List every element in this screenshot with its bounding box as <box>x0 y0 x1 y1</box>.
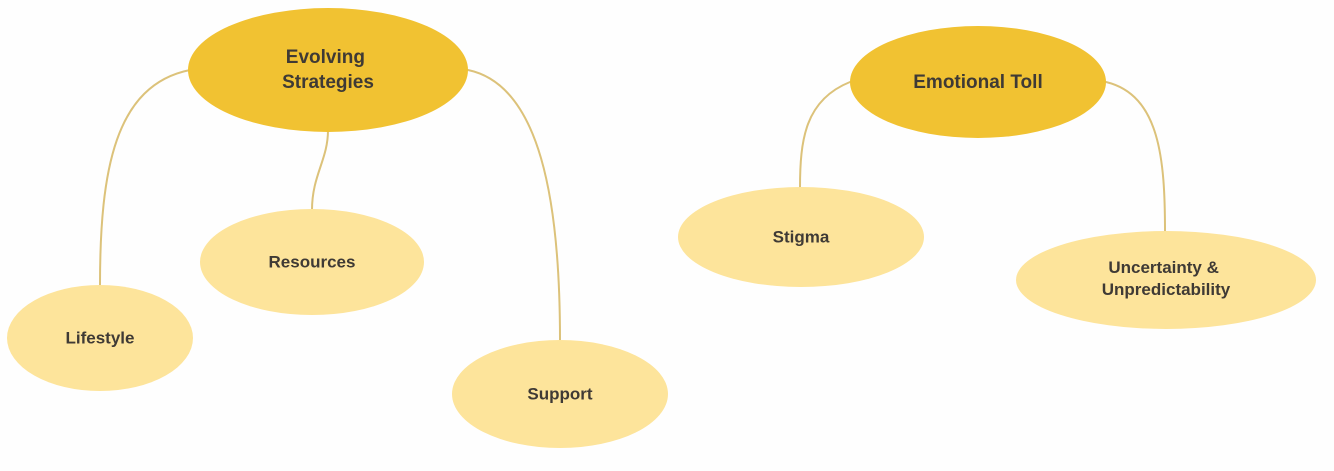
node-lifestyle[interactable]: Lifestyle <box>7 285 193 391</box>
node-evolving-strategies-label-line-2: Strategies <box>282 72 374 93</box>
node-lifestyle-shape <box>7 285 193 391</box>
node-evolving-strategies-shape <box>188 8 468 132</box>
node-resources-label: Resources <box>269 252 356 271</box>
node-evolving-strategies-label-line-1: Evolving <box>286 47 365 68</box>
node-support-label: Support <box>527 384 592 403</box>
group-evolving-strategies: Evolving Strategies Lifestyle Resources … <box>7 8 668 448</box>
connector-evolving-strategies-support <box>467 69 561 341</box>
node-stigma-shape <box>678 187 924 287</box>
node-uncertainty-unpredictability-label: Uncertainty & Unpredictability <box>1102 258 1231 299</box>
node-stigma-label: Stigma <box>773 227 830 246</box>
node-evolving-strategies[interactable]: Evolving Strategies <box>188 8 468 132</box>
node-uncertainty-unpredictability-shape <box>1016 231 1316 329</box>
node-support-shape <box>452 340 668 448</box>
connectors <box>99 69 1166 341</box>
node-emotional-toll-label: Emotional Toll <box>913 72 1042 93</box>
connector-emotional-toll-uncertainty <box>1105 81 1166 233</box>
group-emotional-toll: Emotional Toll Stigma Uncertainty & Unpr… <box>678 26 1316 329</box>
connector-evolving-strategies-resources <box>311 129 329 211</box>
connector-emotional-toll-stigma <box>799 81 851 189</box>
node-uncertainty-unpredictability[interactable]: Uncertainty & Unpredictability <box>1016 231 1316 329</box>
connector-evolving-strategies-lifestyle <box>99 69 191 286</box>
node-support[interactable]: Support <box>452 340 668 448</box>
node-resources-shape <box>200 209 424 315</box>
node-uncertainty-label-line-2: Unpredictability <box>1102 280 1231 299</box>
node-uncertainty-label-line-1: Uncertainty & <box>1108 258 1219 277</box>
node-lifestyle-label: Lifestyle <box>66 328 135 347</box>
node-evolving-strategies-label: Evolving Strategies <box>282 47 374 93</box>
node-resources[interactable]: Resources <box>200 209 424 315</box>
node-emotional-toll-shape <box>850 26 1106 138</box>
node-stigma[interactable]: Stigma <box>678 187 924 287</box>
node-emotional-toll[interactable]: Emotional Toll <box>850 26 1106 138</box>
